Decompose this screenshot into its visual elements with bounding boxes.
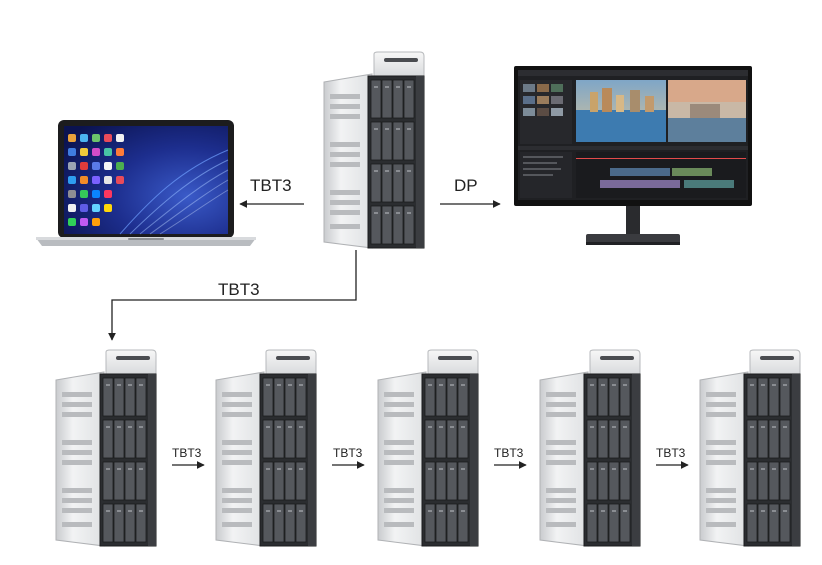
app-icon-grid: [68, 134, 124, 226]
chain-enclosure-5: [699, 349, 801, 547]
chain-label-4: TBT3: [656, 446, 686, 460]
chain-enclosure-3: [377, 349, 479, 547]
monitor-connection-label: DP: [454, 176, 478, 195]
chain-enclosure-2: [215, 349, 317, 547]
downlink-connection-label: TBT3: [218, 280, 260, 299]
chain-enclosure-1: [55, 349, 157, 547]
laptop: [36, 120, 256, 246]
chain-label-2: TBT3: [333, 446, 363, 460]
monitor: [514, 66, 752, 245]
chain-enclosure-4: [539, 349, 641, 547]
host-storage-enclosure: [323, 51, 425, 249]
laptop-connection-label: TBT3: [250, 176, 292, 195]
chain-label-1: TBT3: [172, 446, 202, 460]
downlink-connector: [108, 250, 357, 341]
chain-label-3: TBT3: [494, 446, 524, 460]
